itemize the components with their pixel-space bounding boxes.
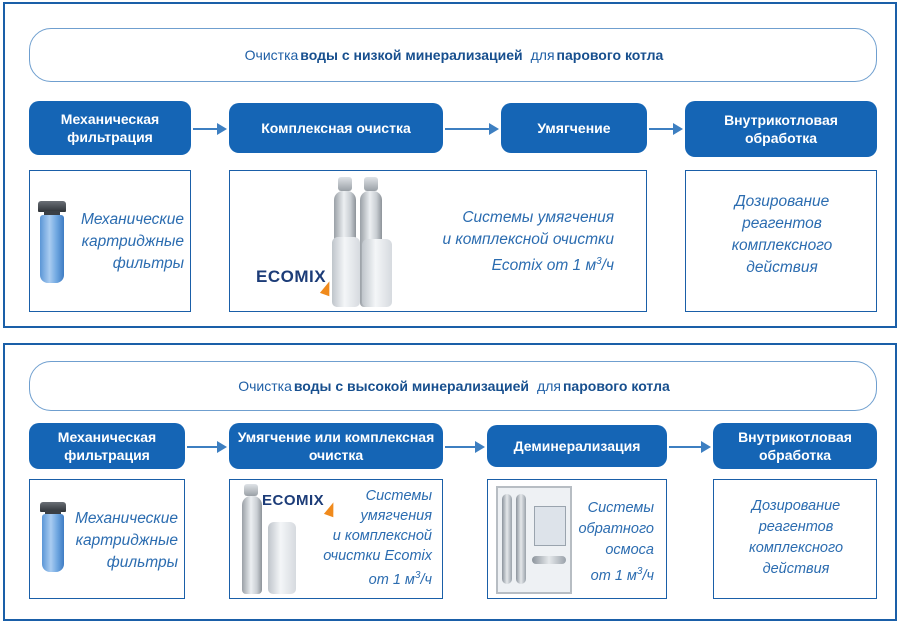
ecomix-caption: Системы умягчения и комплексной очистки … — [408, 207, 614, 277]
arrow-right-icon — [445, 123, 499, 135]
ecomix-caption-line-3: и комплексной — [332, 528, 432, 544]
step-complex-cleaning: Комплексная очистка — [229, 103, 443, 153]
step-in-boiler-treatment: Внутрикотловая обработка — [685, 101, 877, 157]
arrow-right-icon — [669, 441, 711, 453]
title-prefix: Очистка — [238, 378, 292, 394]
title-mid: для — [537, 378, 561, 394]
title-bold-1: воды с высокой минерализацией — [293, 378, 530, 394]
ecomix-logo: ECOMIX — [262, 492, 325, 509]
ecomix-caption-sup: 3 — [414, 570, 421, 581]
softener-tank-icon — [330, 177, 410, 307]
ecomix-caption-unit: /ч — [420, 571, 432, 588]
ecomix-caption-line-2: умягчения — [360, 508, 432, 524]
ecomix-caption-line-2: и комплексной очистки — [442, 231, 614, 248]
step-softening-or-complex: Умягчение или комплексная очистка — [229, 423, 443, 469]
arrow-right-icon — [193, 123, 227, 135]
panel-title-high: Очистка воды с высокой минерализацией дл… — [29, 361, 877, 411]
title-mid: для — [530, 47, 555, 63]
ecomix-caption: Системы умягчения и комплексной очистки … — [323, 486, 432, 590]
step-demineralization: Деминерализация — [487, 425, 667, 467]
ecomix-caption-line-5: от 1 м — [368, 571, 415, 588]
ro-caption-unit: /ч — [642, 567, 654, 584]
ecomix-logo: ECOMIX — [256, 267, 327, 286]
ecomix-caption-unit: /ч — [601, 257, 614, 275]
card-ecomix-systems: ECOMIX Системы умягчения и комплексной о… — [229, 479, 443, 599]
step-mechanical-filtration: Механическая фильтрация — [29, 423, 185, 469]
title-bold-2: парового котла — [556, 47, 664, 63]
ro-caption: Системы обратного осмоса от 1 м3/ч — [570, 498, 654, 587]
reverse-osmosis-unit-icon — [496, 486, 572, 594]
ro-caption-line-4: от 1 м — [590, 567, 637, 584]
step-softening: Умягчение — [501, 103, 647, 153]
ro-caption-line-2: обратного — [578, 521, 654, 537]
ro-caption-sup: 3 — [636, 566, 643, 577]
card-dosing: Дозирование реагентов комплексного дейст… — [713, 479, 877, 599]
filter-cartridge-icon — [40, 502, 66, 572]
card-ecomix-systems: ECOMIX Системы умягчения и комплексной о… — [229, 170, 647, 312]
high-mineralization-panel: Очистка воды с высокой минерализацией дл… — [3, 343, 897, 621]
dosing-caption: Дозирование реагентов комплексного дейст… — [731, 193, 833, 276]
title-prefix: Очистка — [244, 47, 299, 63]
arrow-right-icon — [649, 123, 683, 135]
ecomix-caption-line-4: очистки Ecomix — [323, 548, 432, 564]
softener-tank-icon — [236, 484, 306, 596]
arrow-right-icon — [187, 441, 227, 453]
filter-caption: Механические картриджные фильтры — [81, 211, 184, 272]
low-mineralization-panel: Очистка воды с низкой минерализацией для… — [3, 2, 897, 328]
filter-caption: Механические картриджные фильтры — [75, 510, 178, 571]
title-bold-2: парового котла — [562, 378, 670, 394]
dosing-caption: Дозирование реагентов комплексного дейст… — [748, 498, 844, 577]
card-mechanical-filters: Механические картриджные фильтры — [29, 479, 185, 599]
card-mechanical-filters: Механические картриджные фильтры — [29, 170, 191, 312]
card-dosing: Дозирование реагентов комплексного дейст… — [685, 170, 877, 312]
ro-caption-line-3: осмоса — [605, 542, 654, 558]
ecomix-caption-sup: 3 — [596, 256, 602, 267]
arrow-right-icon — [445, 441, 485, 453]
ro-caption-line-1: Системы — [587, 500, 654, 516]
step-in-boiler-treatment: Внутрикотловая обработка — [713, 423, 877, 469]
card-reverse-osmosis: Системы обратного осмоса от 1 м3/ч — [487, 479, 667, 599]
title-bold-1: воды с низкой минерализацией — [300, 47, 523, 63]
filter-cartridge-icon — [38, 201, 66, 283]
panel-title-low: Очистка воды с низкой минерализацией для… — [29, 28, 877, 82]
step-mechanical-filtration: Механическая фильтрация — [29, 101, 191, 155]
ecomix-caption-line-1: Системы — [365, 488, 432, 504]
ecomix-caption-line-3: Ecomix от 1 м — [491, 257, 597, 275]
ecomix-caption-line-1: Системы умягчения — [462, 209, 614, 226]
